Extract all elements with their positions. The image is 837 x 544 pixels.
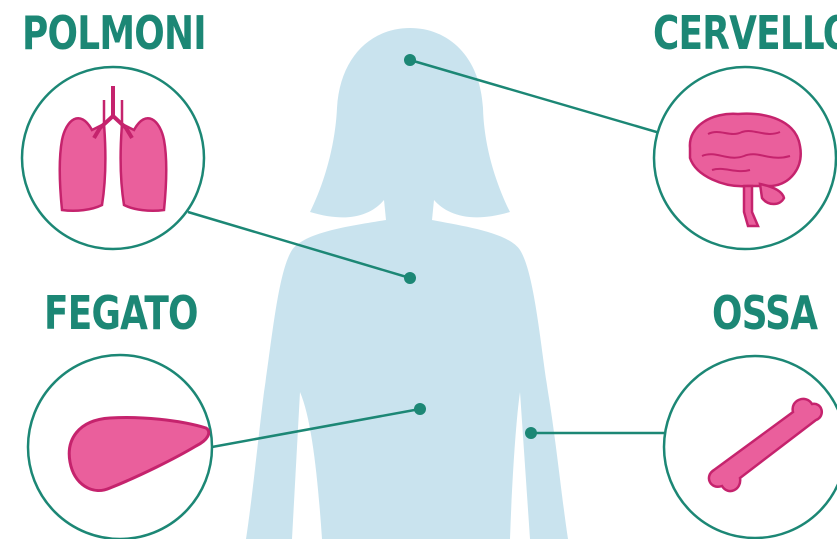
lungs-point xyxy=(404,272,416,284)
brain-point xyxy=(404,54,416,66)
label-bones: OSSA xyxy=(712,290,817,336)
label-liver: FEGATO xyxy=(44,290,198,336)
bone-point xyxy=(525,427,537,439)
label-lungs: POLMONI xyxy=(22,10,206,56)
label-brain: CERVELLO xyxy=(653,10,837,56)
liver-point xyxy=(414,403,426,415)
body-silhouette xyxy=(246,28,568,539)
